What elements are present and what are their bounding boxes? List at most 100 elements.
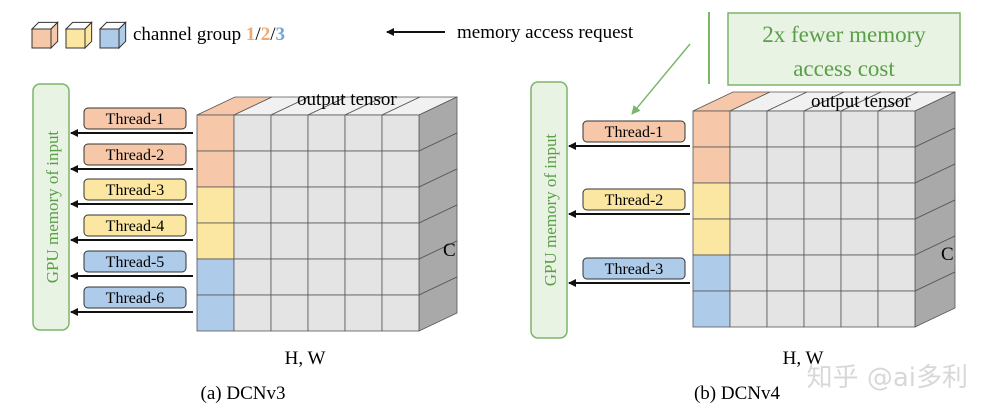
tensor-cell — [307, 186, 346, 224]
tensor-cell — [196, 114, 235, 152]
tensor-cell — [840, 254, 879, 292]
tensor-cell — [344, 222, 383, 260]
tensor-cell — [233, 258, 272, 296]
thread-label: Thread-3 — [605, 261, 664, 278]
output-tensor — [196, 96, 458, 332]
tensor-cell — [270, 294, 309, 332]
tensor-cell — [840, 110, 879, 148]
tensor-cell — [877, 146, 916, 184]
thread-box — [582, 257, 686, 280]
tensor-cell — [196, 186, 235, 224]
thread-label: Thread-4 — [106, 218, 165, 235]
tensor-cell — [877, 110, 916, 148]
tensor-cell — [840, 290, 879, 328]
tensor-cell — [803, 110, 842, 148]
thread-box — [83, 178, 187, 201]
legend-text: channel group 1/2/3 — [133, 24, 285, 45]
tensor-cell — [307, 114, 346, 152]
tensor-cell — [344, 186, 383, 224]
thread-item: Thread-1 — [70, 107, 193, 137]
output-tensor-label: output tensor — [297, 89, 397, 110]
tensor-cell — [344, 150, 383, 188]
tensor-cell — [840, 218, 879, 256]
hw-axis-label: H, W — [285, 348, 326, 369]
thread-box — [582, 120, 686, 143]
tensor-cell — [270, 114, 309, 152]
watermark: 知乎 @ai多利 — [807, 363, 968, 393]
tensor-cell — [729, 182, 768, 220]
panel-dcnv3: GPU memory of input Thread-1Thread-2Thre… — [32, 83, 458, 404]
panel-caption: (a) DCNv3 — [201, 383, 286, 404]
tensor-cell — [233, 114, 272, 152]
thread-box — [582, 188, 686, 211]
tensor-cell — [766, 110, 805, 148]
tensor-cell — [344, 258, 383, 296]
thread-list: Thread-1Thread-2Thread-3Thread-4Thread-5… — [70, 107, 193, 316]
tensor-cell — [307, 294, 346, 332]
tensor-cell — [692, 146, 731, 184]
thread-item: Thread-2 — [568, 188, 690, 218]
tensor-cell — [803, 218, 842, 256]
legend-cube-blue — [98, 21, 127, 50]
thread-label: Thread-2 — [106, 147, 165, 164]
tensor-cell — [692, 110, 731, 148]
tensor-cell — [877, 182, 916, 220]
tensor-cell — [840, 182, 879, 220]
tensor-cell — [307, 258, 346, 296]
tensor-cell — [233, 186, 272, 224]
tensor-cell — [196, 150, 235, 188]
tensor-cell — [803, 146, 842, 184]
tensor-cell — [196, 294, 235, 332]
c-axis-label: C — [443, 240, 456, 261]
tensor-cell — [270, 258, 309, 296]
gpu-memory-box: GPU memory of input — [530, 81, 568, 339]
tensor-cell — [840, 146, 879, 184]
tensor-cell — [766, 290, 805, 328]
tensor-cell — [766, 254, 805, 292]
tensor-cell — [729, 218, 768, 256]
thread-label: Thread-2 — [605, 192, 664, 209]
tensor-cell — [233, 150, 272, 188]
tensor-cell — [196, 258, 235, 296]
tensor-cell — [344, 294, 383, 332]
thread-label: Thread-3 — [106, 182, 165, 199]
tensor-cell — [803, 182, 842, 220]
tensor-cell — [270, 222, 309, 260]
tensor-cell — [381, 294, 420, 332]
output-tensor — [692, 91, 956, 328]
tensor-cell — [307, 222, 346, 260]
thread-item: Thread-3 — [70, 178, 193, 208]
tensor-cell — [381, 150, 420, 188]
legend: channel group 1/2/3 memory access reques… — [30, 21, 634, 50]
output-tensor-label: output tensor — [811, 91, 911, 112]
gpu-memory-box: GPU memory of input — [32, 83, 70, 331]
cube-front — [99, 28, 120, 49]
thread-label: Thread-1 — [605, 124, 664, 141]
tensor-cell — [729, 254, 768, 292]
tensor-cell — [381, 186, 420, 224]
tensor-cell — [766, 146, 805, 184]
hw-axis-label: H, W — [783, 348, 824, 369]
callout: 2x fewer memory access cost — [631, 12, 961, 115]
tensor-cell — [233, 294, 272, 332]
thread-label: Thread-5 — [106, 254, 165, 271]
thread-box — [83, 250, 187, 273]
tensor-cell — [803, 254, 842, 292]
tensor-cell — [766, 218, 805, 256]
tensor-cell — [196, 222, 235, 260]
thread-box — [83, 143, 187, 166]
thread-item: Thread-6 — [70, 286, 193, 316]
thread-box — [83, 107, 187, 130]
tensor-cell — [307, 150, 346, 188]
legend-cube-orange — [30, 21, 59, 50]
callout-line2: access cost — [793, 56, 895, 81]
cube-front — [65, 28, 86, 49]
tensor-cell — [729, 110, 768, 148]
tensor-cell — [766, 182, 805, 220]
tensor-cell — [877, 218, 916, 256]
callout-box — [727, 12, 961, 86]
cube-front — [31, 28, 52, 49]
request-label: memory access request — [457, 22, 634, 43]
